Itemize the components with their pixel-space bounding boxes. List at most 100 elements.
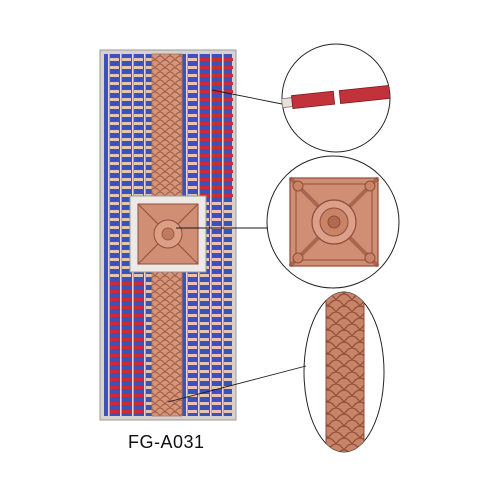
panel-rod <box>224 298 233 301</box>
panel-rod <box>212 322 221 325</box>
panel-rod <box>224 402 233 405</box>
panel-rod <box>188 98 197 101</box>
panel-rod <box>200 106 209 109</box>
panel-rod <box>224 162 233 165</box>
panel-rod <box>200 362 209 365</box>
panel-rod <box>146 170 155 173</box>
panel-rod <box>212 210 221 213</box>
panel-rod <box>200 378 209 381</box>
panel-rod <box>146 306 155 309</box>
panel-rod <box>224 226 233 229</box>
panel-rod <box>110 146 119 149</box>
panel-rod <box>188 138 197 141</box>
panel-rod <box>188 162 197 165</box>
panel-rod <box>110 138 119 141</box>
panel-rod <box>212 138 221 141</box>
panel-rod <box>188 58 197 61</box>
panel-rod <box>146 378 155 381</box>
panel-rod <box>134 154 143 157</box>
panel-rod <box>224 322 233 325</box>
panel-rod <box>134 90 143 93</box>
panel-rod <box>134 394 143 397</box>
panel-rod <box>200 274 209 277</box>
panel-rod <box>110 122 119 125</box>
panel-rod <box>134 378 143 381</box>
panel-rod <box>122 370 131 373</box>
panel-rod <box>122 322 131 325</box>
panel-rod <box>110 170 119 173</box>
panel-rod <box>134 370 143 373</box>
panel-rod <box>188 410 197 413</box>
panel-rod <box>212 242 221 245</box>
panel-rod <box>200 122 209 125</box>
panel-rod <box>200 394 209 397</box>
panel-rod <box>224 90 233 93</box>
panel-rod <box>146 162 155 165</box>
panel-rod <box>146 298 155 301</box>
panel-rod <box>146 346 155 349</box>
panel-rod <box>110 234 119 237</box>
panel-rod <box>224 66 233 69</box>
panel-rod <box>188 386 197 389</box>
panel-rod <box>224 178 233 181</box>
panel-rod <box>212 82 221 85</box>
panel-rod <box>200 114 209 117</box>
panel-rod <box>122 410 131 413</box>
panel-rod <box>122 162 131 165</box>
panel-rod <box>224 186 233 189</box>
main-panel <box>99 49 237 421</box>
panel-rod <box>200 314 209 317</box>
panel-rod <box>122 354 131 357</box>
panel-rod <box>200 298 209 301</box>
panel-rod <box>224 354 233 357</box>
panel-rod <box>212 314 221 317</box>
panel-rod <box>212 266 221 269</box>
panel-rod <box>188 354 197 357</box>
panel-rod <box>146 74 155 77</box>
panel-rod <box>188 298 197 301</box>
panel-rod <box>110 330 119 333</box>
panel-rod <box>146 178 155 181</box>
panel-rod <box>200 370 209 373</box>
panel-rod <box>188 122 197 125</box>
panel-rod <box>110 106 119 109</box>
panel-rod <box>134 322 143 325</box>
panel-rod <box>110 186 119 189</box>
panel-rod <box>134 58 143 61</box>
panel-rod <box>146 362 155 365</box>
panel-rod <box>122 106 131 109</box>
panel-rod <box>134 298 143 301</box>
panel-rod <box>212 234 221 237</box>
panel-rod <box>212 402 221 405</box>
panel-rod <box>188 146 197 149</box>
panel-post <box>108 54 110 416</box>
panel-rod <box>200 330 209 333</box>
panel-rod <box>122 218 131 221</box>
panel-rod <box>134 346 143 349</box>
panel-rod <box>224 274 233 277</box>
panel-rod <box>110 210 119 213</box>
panel-rod <box>110 114 119 117</box>
panel-rod <box>134 338 143 341</box>
panel-rod <box>110 178 119 181</box>
panel-rod <box>224 58 233 61</box>
panel-rod <box>224 146 233 149</box>
panel-rod <box>212 170 221 173</box>
panel-rod <box>224 394 233 397</box>
panel-rod <box>212 114 221 117</box>
panel-rod <box>212 202 221 205</box>
panel-post <box>120 54 122 416</box>
panel-rod <box>110 66 119 69</box>
panel-rod <box>122 186 131 189</box>
panel-rod <box>110 242 119 245</box>
wire-rod-icon <box>281 43 391 153</box>
panel-rod <box>122 154 131 157</box>
panel-rod <box>134 178 143 181</box>
panel-rod <box>200 154 209 157</box>
panel-rod <box>224 386 233 389</box>
panel-rod <box>134 162 143 165</box>
panel-rod <box>224 370 233 373</box>
panel-rod <box>146 114 155 117</box>
panel-rod <box>110 282 119 285</box>
